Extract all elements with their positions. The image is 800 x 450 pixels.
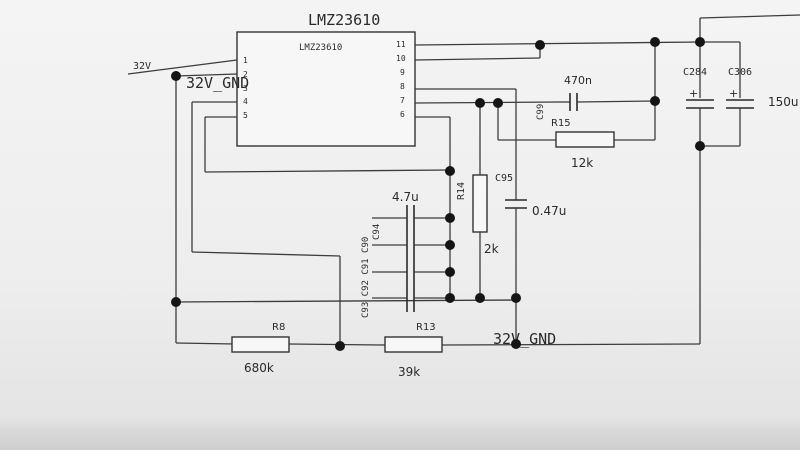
wire-c99-right (576, 100, 656, 103)
c99-value: 470n (564, 74, 592, 87)
r13-value: 39k (398, 365, 420, 379)
junction-dot (650, 96, 660, 106)
c95-value: 0.47u (532, 204, 566, 218)
junction-dot (695, 141, 705, 151)
ic-pin-8: 8 (400, 82, 405, 91)
ic-pin-1: 1 (243, 56, 248, 65)
ic-pin-5: 5 (243, 111, 248, 120)
ic-pin-9: 9 (400, 68, 405, 77)
r14-ref: R14 (456, 182, 467, 200)
junction-dot (511, 293, 521, 303)
r13-ref: R13 (416, 322, 436, 333)
ic-pin-7: 7 (400, 96, 405, 105)
junction-dot (475, 98, 485, 108)
wire-pin5-to-cap-bank (204, 169, 451, 173)
junction-dot (445, 267, 455, 277)
wire-gnd-bus-bottom (441, 343, 701, 346)
c95-ref: C95 (495, 173, 513, 184)
r8-value: 680k (244, 361, 274, 375)
monitor-bottom-shadow (0, 418, 800, 450)
junction-dot (445, 240, 455, 250)
ic-title-label: LMZ23610 (308, 11, 380, 29)
ic-lmz23610-body (236, 31, 416, 147)
wire-pin2 (175, 73, 238, 77)
junction-dot (335, 341, 345, 351)
c306-value: 150u (768, 95, 799, 109)
junction-dot (493, 98, 503, 108)
junction-dot (445, 213, 455, 223)
c284-ref: C284 (683, 67, 707, 78)
resistor-r13 (384, 336, 443, 353)
junction-dot (695, 37, 705, 47)
r15-ref: R15 (551, 118, 571, 129)
junction-dot (535, 40, 545, 50)
ic-inner-label: LMZ23610 (299, 43, 342, 53)
junction-dot (650, 37, 660, 47)
net-label-32v: 32V (133, 61, 151, 72)
ic-pin-11: 11 (396, 40, 406, 49)
wire-vout-top-right (699, 14, 800, 19)
cap-bank-value: 4.7u (392, 190, 419, 204)
net-label-32v-gnd-top: 32V_GND (186, 74, 249, 92)
ic-pin-4: 4 (243, 97, 248, 106)
junction-dot (171, 71, 181, 81)
junction-dot (511, 339, 521, 349)
c284-plus-icon: + (689, 87, 698, 100)
r8-ref: R8 (272, 322, 285, 333)
resistor-r15 (555, 131, 615, 148)
wire-vin (127, 59, 238, 75)
c99-ref: C99 (536, 104, 546, 120)
wire-r8-left (175, 342, 236, 345)
c90-c93-refs: C93 C92 C91 C90 (361, 237, 371, 318)
junction-dot (475, 293, 485, 303)
wire-gnd-bus-mid (175, 299, 517, 303)
ic-pin-2: 2 (243, 70, 248, 79)
r15-value: 12k (571, 156, 593, 170)
c306-ref: C306 (728, 67, 752, 78)
net-label-32v-gnd-bottom: 32V_GND (493, 330, 556, 348)
ic-pin-6: 6 (400, 110, 405, 119)
c94-ref: C94 (372, 224, 382, 240)
junction-dot (445, 166, 455, 176)
c306-plus-icon: + (729, 87, 738, 100)
resistor-r14 (472, 174, 488, 233)
ic-pin-3: 3 (243, 84, 248, 93)
junction-dot (171, 297, 181, 307)
junction-dot (445, 293, 455, 303)
resistor-r8 (231, 336, 290, 353)
ic-pin-10: 10 (396, 54, 406, 63)
wire-pin10 (414, 57, 541, 61)
r14-value: 2k (484, 242, 499, 256)
wire-pin7 (414, 101, 559, 104)
wire-pin4-to-r8r13 (191, 251, 341, 257)
